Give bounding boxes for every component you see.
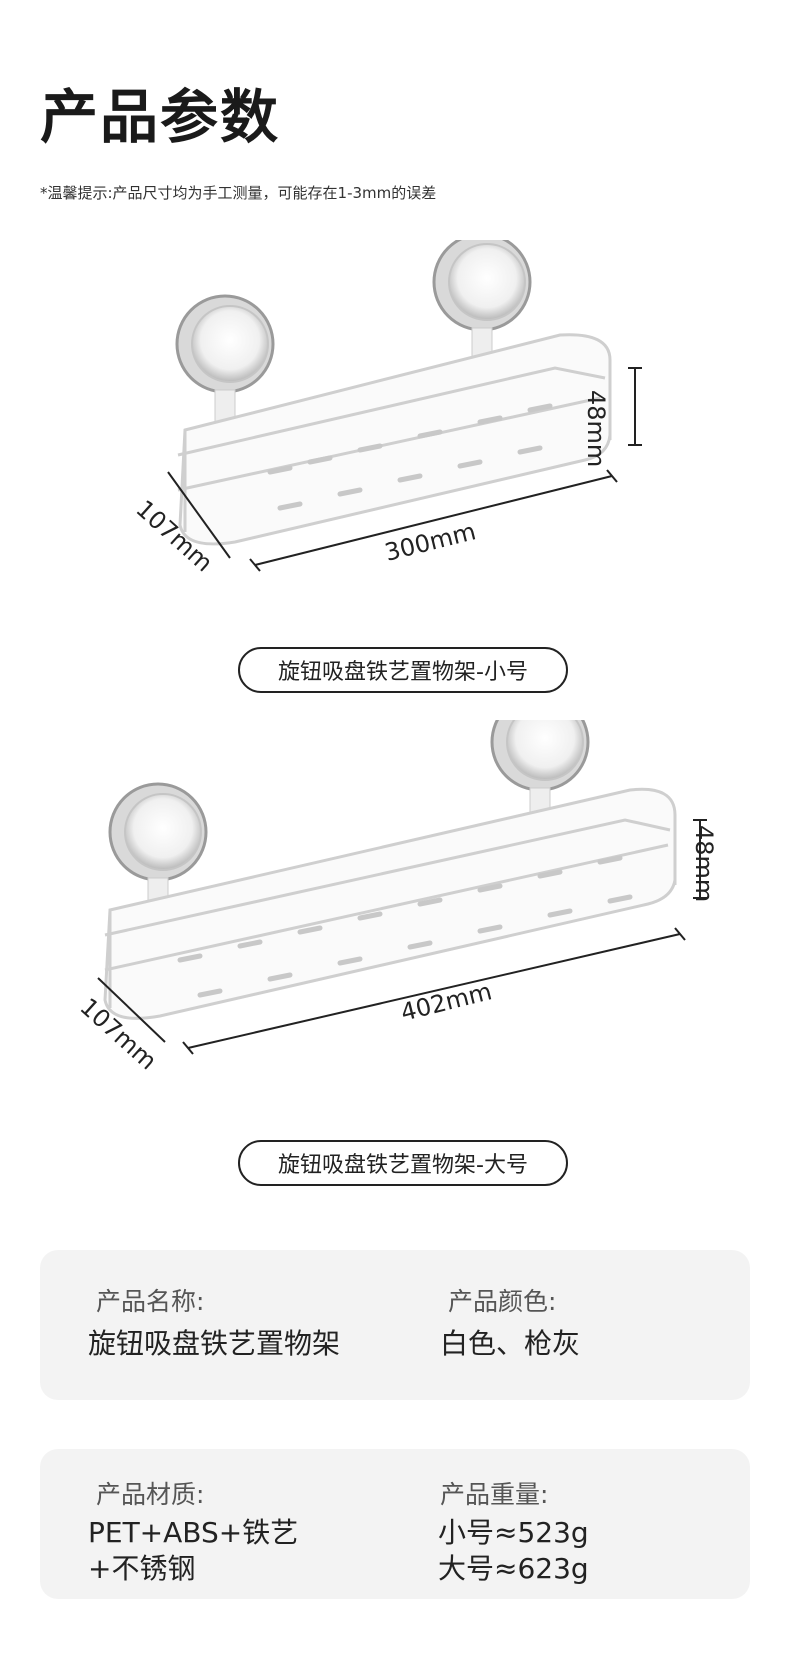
- product-material-label: 产品材质:: [96, 1480, 205, 1509]
- product-weight-large: 大号≈623g: [438, 1552, 589, 1585]
- height-dimension-label: 48mm: [582, 390, 610, 468]
- suction-cup-icon: [175, 294, 275, 441]
- measurement-notice: *温馨提示:产品尺寸均为手工测量，可能存在1-3mm的误差: [40, 184, 437, 202]
- product-name-label: 产品名称:: [96, 1287, 205, 1316]
- shelf-illustration-large: [97, 720, 707, 1055]
- product-material-line1: PET+ABS+铁艺: [88, 1516, 299, 1549]
- product-weight-label: 产品重量:: [440, 1480, 549, 1509]
- page-title: 产品参数: [40, 83, 281, 151]
- product-caption-large: 旋钮吸盘铁艺置物架-大号: [238, 1140, 568, 1186]
- height-dimension-label: 48mm: [690, 825, 718, 903]
- product-name-value: 旋钮吸盘铁艺置物架: [88, 1327, 341, 1360]
- product-caption-small: 旋钮吸盘铁艺置物架-小号: [238, 647, 568, 693]
- product-weight-small: 小号≈523g: [438, 1516, 589, 1549]
- spec-card-name-color: 产品名称: 旋钮吸盘铁艺置物架 产品颜色: 白色、枪灰: [40, 1250, 750, 1400]
- product-material-line2: +不锈钢: [88, 1552, 196, 1585]
- suction-cup-icon: [432, 240, 532, 379]
- spec-card-material-weight: 产品材质: PET+ABS+铁艺 +不锈钢 产品重量: 小号≈523g 大号≈6…: [40, 1449, 750, 1599]
- product-figure-small: 48mm 300mm 107mm: [0, 240, 790, 620]
- suction-cup-icon: [108, 782, 208, 929]
- product-figure-large: 48mm 402mm 107mm: [0, 720, 790, 1110]
- product-color-value: 白色、枪灰: [440, 1327, 581, 1360]
- product-color-label: 产品颜色:: [448, 1287, 557, 1316]
- shelf-illustration-small: [167, 240, 642, 572]
